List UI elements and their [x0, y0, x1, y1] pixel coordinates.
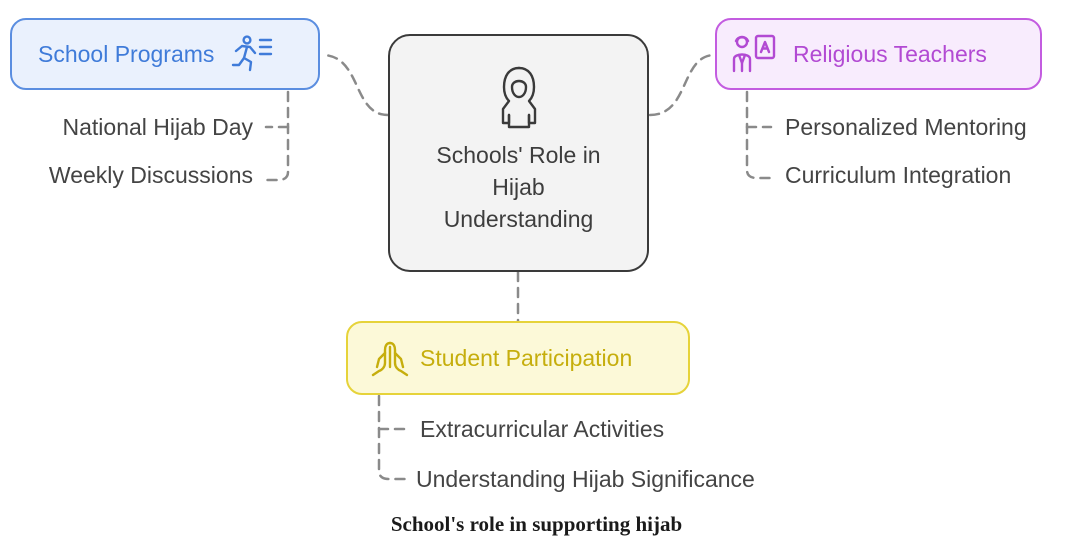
school-programs-label: School Programs — [38, 40, 215, 67]
figure-caption: School's role in supporting hijab — [390, 512, 683, 536]
connector-student-participation-to-items — [377, 394, 407, 481]
leaf-curriculum-integration: Curriculum Integration — [785, 162, 1012, 188]
religious-teachers-label: Religious Teachers — [793, 40, 987, 67]
central-topic-box: Schools' Role in Hijab Understanding — [388, 34, 649, 272]
central-topic-title: Schools' Role in Hijab Understanding — [436, 142, 601, 232]
religious-teachers-box: Religious Teachers — [715, 18, 1042, 90]
leaf-weekly-discussions: Weekly Discussions — [48, 162, 253, 188]
leaf-personalized-mentoring: Personalized Mentoring — [785, 114, 1027, 140]
student-participation-label: Student Participation — [420, 344, 633, 371]
connector-school-programs-to-items — [262, 90, 290, 182]
school-programs-box: School Programs — [10, 18, 320, 90]
connector-religious-teachers-to-items — [745, 90, 773, 180]
leaf-understanding-hijab-significance: Understanding Hijab Significance — [416, 466, 755, 492]
teacher-board-icon — [732, 34, 776, 73]
connector-center-to-religious-teachers — [648, 53, 717, 117]
leaf-extracurricular-activities: Extracurricular Activities — [420, 416, 665, 442]
hijab-woman-icon — [501, 66, 536, 129]
praying-hands-icon — [371, 341, 409, 377]
running-person-list-icon — [232, 35, 273, 72]
connector-center-to-school-programs — [320, 53, 390, 117]
student-participation-box: Student Participation — [346, 321, 690, 395]
leaf-national-hijab-day: National Hijab Day — [62, 114, 253, 140]
